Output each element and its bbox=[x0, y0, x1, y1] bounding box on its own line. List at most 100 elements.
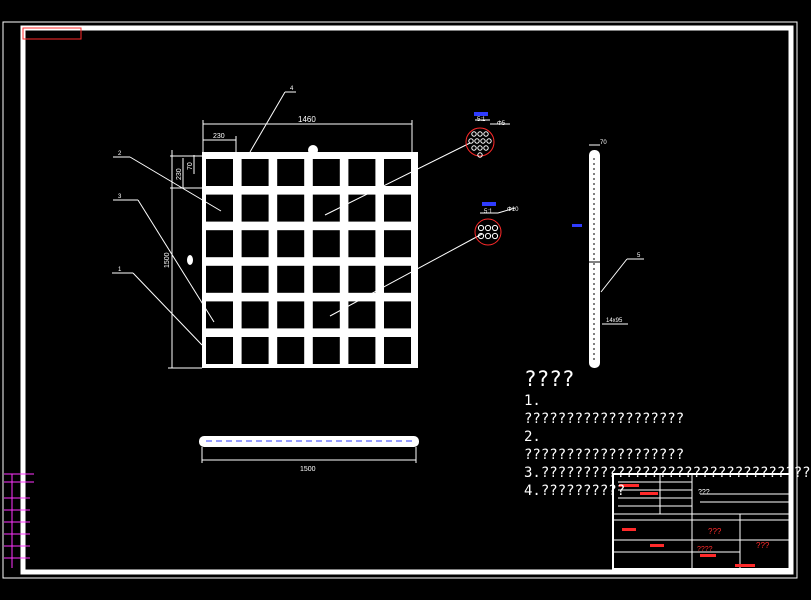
leader-label-2: 2 bbox=[118, 151, 122, 157]
title-block-name: ??? bbox=[708, 527, 722, 536]
grid-cell bbox=[206, 159, 233, 186]
notes-line-3: 2. bbox=[524, 429, 541, 445]
grid-cell bbox=[241, 301, 269, 329]
grid-plate-outline bbox=[202, 152, 418, 368]
detail-a-hole bbox=[468, 138, 474, 144]
detail-a-hole bbox=[480, 138, 486, 144]
grid-cell bbox=[241, 337, 269, 364]
grid-cell bbox=[241, 265, 269, 293]
margin-marks bbox=[4, 473, 34, 568]
detail-b: 5:1 Φ10 bbox=[474, 202, 519, 246]
grid-cell bbox=[277, 265, 305, 293]
grid-cell bbox=[384, 194, 411, 222]
side-view: 70 14x95 bbox=[572, 140, 628, 368]
detail-a-hole bbox=[477, 152, 483, 158]
grid-cell bbox=[277, 159, 305, 186]
grid-cell bbox=[384, 301, 411, 329]
grid-cell bbox=[348, 301, 376, 329]
title-block-code: ??? bbox=[756, 541, 770, 550]
grid-cell bbox=[277, 194, 305, 222]
grid-cell bbox=[206, 194, 233, 222]
grid-cell bbox=[348, 159, 376, 186]
notes-line-6: 4.?????????? bbox=[524, 483, 626, 499]
detail-a-scale: 5:1 bbox=[477, 117, 486, 123]
grid-cell bbox=[312, 337, 340, 364]
grid-cell bbox=[384, 159, 411, 186]
detail-b-hole bbox=[484, 232, 492, 240]
detail-b-hole bbox=[484, 224, 492, 232]
bottom-view: 1500 bbox=[199, 436, 419, 473]
grid-cell bbox=[277, 301, 305, 329]
technical-notes: ???? 1. ??????????????????? 2. ?????????… bbox=[524, 366, 811, 500]
grid-cell bbox=[241, 159, 269, 186]
detail-b-hole bbox=[491, 224, 499, 232]
outer-frame bbox=[2, 21, 798, 579]
grid-cell bbox=[312, 301, 340, 329]
dim-top-width-text: 1460 bbox=[298, 115, 316, 124]
notes-line-2: ??????????????????? bbox=[524, 411, 685, 427]
leader-label-5: 5 bbox=[637, 253, 641, 259]
detail-a-hole bbox=[477, 145, 483, 151]
detail-b-scale: 5:1 bbox=[484, 209, 493, 215]
detail-a-hole bbox=[477, 131, 483, 137]
dim-overall-height-text: 1500 bbox=[164, 252, 171, 268]
leader-label-3: 3 bbox=[118, 194, 122, 200]
leaders bbox=[112, 91, 644, 346]
grid-cell bbox=[348, 194, 376, 222]
detail-a-hole bbox=[471, 131, 477, 137]
grid-cell bbox=[277, 337, 305, 364]
notes-heading: ???? bbox=[524, 367, 575, 391]
grid-top-knob bbox=[308, 145, 318, 155]
grid-cell bbox=[206, 301, 233, 329]
detail-a-dim: Φ5 bbox=[497, 121, 506, 127]
corner-tag-box bbox=[22, 27, 82, 40]
grid-cell bbox=[348, 230, 376, 258]
leader-label-4: 4 bbox=[290, 86, 294, 92]
detail-a-hole bbox=[471, 145, 477, 151]
detail-a-hole bbox=[483, 131, 489, 137]
grid-cell bbox=[348, 265, 376, 293]
side-top-dim: 70 bbox=[600, 140, 607, 146]
grid-cell bbox=[312, 194, 340, 222]
grid-cell bbox=[206, 265, 233, 293]
notes-line-1: 1. bbox=[524, 393, 541, 409]
detail-b-hole bbox=[491, 232, 499, 240]
leader-label-1: 1 bbox=[118, 267, 122, 273]
side-spacing-dim: 14x95 bbox=[606, 318, 623, 324]
title-block-material: ??? bbox=[698, 489, 710, 496]
detail-a-holes bbox=[468, 131, 492, 158]
grid-cell bbox=[206, 230, 233, 258]
detail-b-hole bbox=[477, 224, 485, 232]
detail-b-holes bbox=[477, 224, 499, 240]
grid-holes bbox=[206, 159, 411, 364]
detail-a: 5:1 Φ5 bbox=[465, 112, 510, 158]
detail-a-hole bbox=[474, 138, 480, 144]
grid-cell bbox=[348, 337, 376, 364]
grid-cell bbox=[312, 265, 340, 293]
detail-a-hole bbox=[483, 145, 489, 151]
grid-cell bbox=[241, 230, 269, 258]
grid-plate bbox=[202, 145, 418, 368]
detail-b-hole bbox=[477, 232, 485, 240]
notes-line-5: 3.???????????????????????????????? bbox=[524, 465, 811, 481]
grid-cell bbox=[312, 159, 340, 186]
detail-b-circle bbox=[474, 218, 502, 246]
dim-left-bar-text: 70 bbox=[187, 162, 194, 170]
dim-left-small bbox=[168, 150, 202, 369]
dim-left-pitch-text: 230 bbox=[176, 168, 183, 180]
grid-cell bbox=[312, 230, 340, 258]
title-block-red-marks bbox=[619, 484, 755, 567]
grid-cell bbox=[241, 194, 269, 222]
detail-a-circle bbox=[465, 127, 495, 157]
side-mark bbox=[187, 255, 193, 265]
grid-cell bbox=[277, 230, 305, 258]
grid-cell bbox=[384, 230, 411, 258]
dim-top-width bbox=[202, 120, 413, 152]
detail-a-hole bbox=[486, 138, 492, 144]
title-block bbox=[612, 473, 791, 570]
dim-pitch-text: 230 bbox=[213, 133, 225, 140]
inner-frame bbox=[20, 25, 794, 575]
notes-line-4: ??????????????????? bbox=[524, 447, 685, 463]
bottom-width-dim: 1500 bbox=[300, 466, 316, 473]
dim-pitch bbox=[203, 136, 237, 152]
